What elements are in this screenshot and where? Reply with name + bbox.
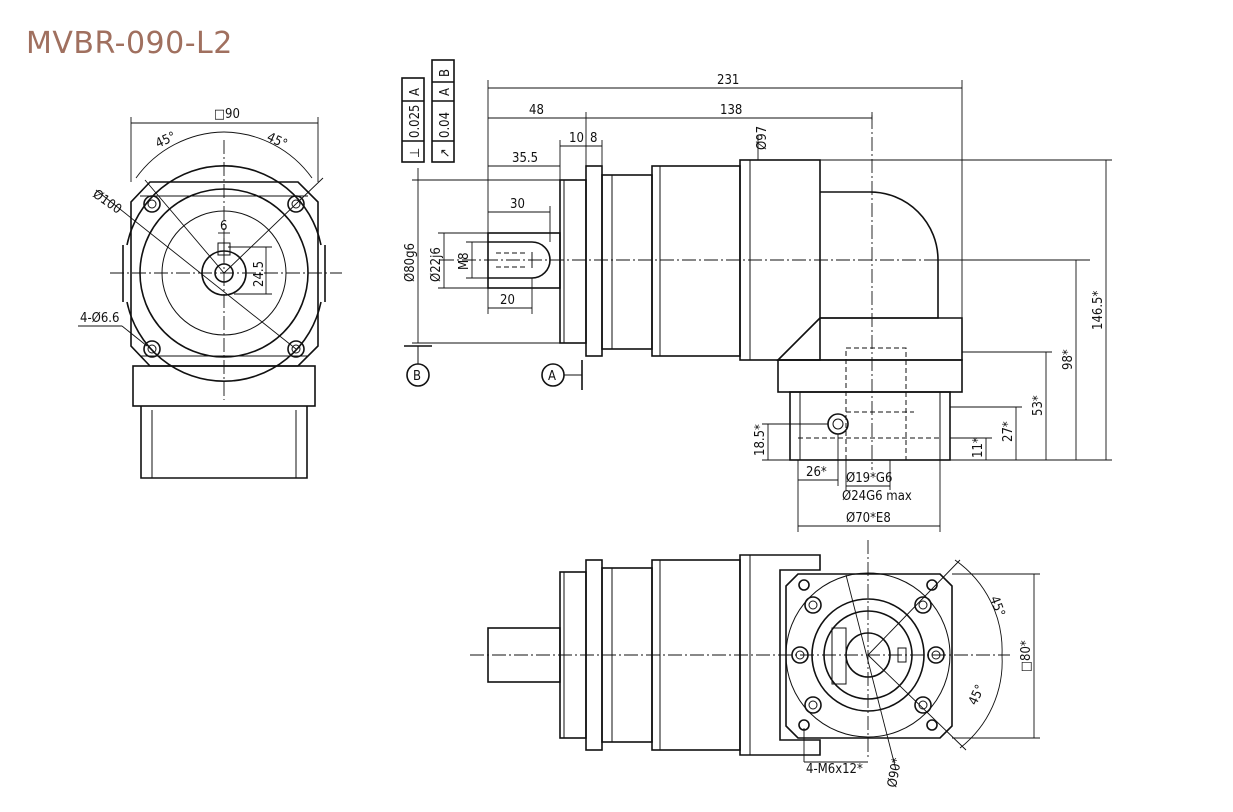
datum-a: A (548, 369, 556, 384)
dim-angle-top: 45° (986, 594, 1007, 619)
dim-height-total: 146.5* (1091, 291, 1106, 330)
dim-angle-right: 45° (264, 130, 289, 152)
dim-pcd: Ø90* (885, 756, 905, 788)
datum-b: B (413, 369, 421, 384)
dim-flange-a: 10 (569, 131, 584, 146)
dim-height-53: 53* (1031, 395, 1046, 416)
dim-overall: 231 (717, 73, 739, 88)
dim-angle-bottom: 45° (966, 683, 988, 708)
dim-bore: Ø19*G6 (846, 471, 892, 486)
dim-holes: 4-Ø6.6 (80, 311, 119, 326)
dim-key-start: 20 (500, 293, 515, 308)
dim-height-11: 11* (971, 437, 986, 458)
dim-height-mid: 98* (1061, 349, 1076, 370)
dim-square-80: □80* (1019, 640, 1034, 672)
mounting-hole (791, 579, 945, 731)
svg-text:A: A (438, 88, 453, 96)
dim-bolt-circle: Ø100 (90, 187, 124, 217)
svg-text:↗: ↗ (438, 148, 453, 158)
dim-angle-left: 45° (153, 129, 178, 151)
bottom-view: 45° 45° □80* 4-M6x12* Ø90* (470, 540, 1040, 789)
side-view: 231 48 138 10 8 35.5 30 20 Ø97 Ø80g6 Ø22… (401, 59, 1112, 532)
dim-flange-b: 8 (590, 131, 597, 146)
dim-thread: M8 (457, 252, 472, 270)
bolt-hole (143, 195, 305, 358)
front-view: □90 45° 45° Ø100 6 24.5 4-Ø6.6 (78, 107, 342, 479)
dim-width-26: 26* (806, 465, 827, 480)
dim-square-90: □90 (214, 107, 240, 122)
svg-text:B: B (438, 69, 453, 77)
dim-height-27: 27* (1001, 421, 1016, 442)
dim-shaft-len: 35.5 (512, 151, 538, 166)
svg-text:⊥: ⊥ (408, 148, 423, 158)
dim-pilot: Ø80g6 (403, 243, 418, 282)
page-title: MVBR-090-L2 (26, 26, 233, 61)
tolerance-frame-runout: ↗ 0.04 A B (431, 59, 455, 163)
dim-bore-max: Ø24G6 max (842, 489, 912, 504)
dim-spigot: Ø70*E8 (846, 511, 891, 526)
tolerance-frame-perpendicularity: ⊥ 0.025 A (401, 77, 425, 163)
svg-text:A: A (408, 88, 423, 96)
dim-body-dia: Ø97 (755, 126, 770, 150)
dim-height-18: 18.5* (753, 424, 768, 456)
dim-tapped-holes: 4-M6x12* (806, 762, 863, 777)
svg-text:0.025: 0.025 (408, 105, 423, 138)
dim-key-width: 6 (220, 219, 227, 234)
dim-body: 138 (720, 103, 742, 118)
svg-text:0.04: 0.04 (438, 112, 453, 138)
dim-shaft-dia: Ø22j6 (429, 247, 444, 282)
dim-key-height: 24.5 (252, 261, 267, 287)
dim-offset: 48 (529, 103, 544, 118)
dim-key-len: 30 (510, 197, 525, 212)
